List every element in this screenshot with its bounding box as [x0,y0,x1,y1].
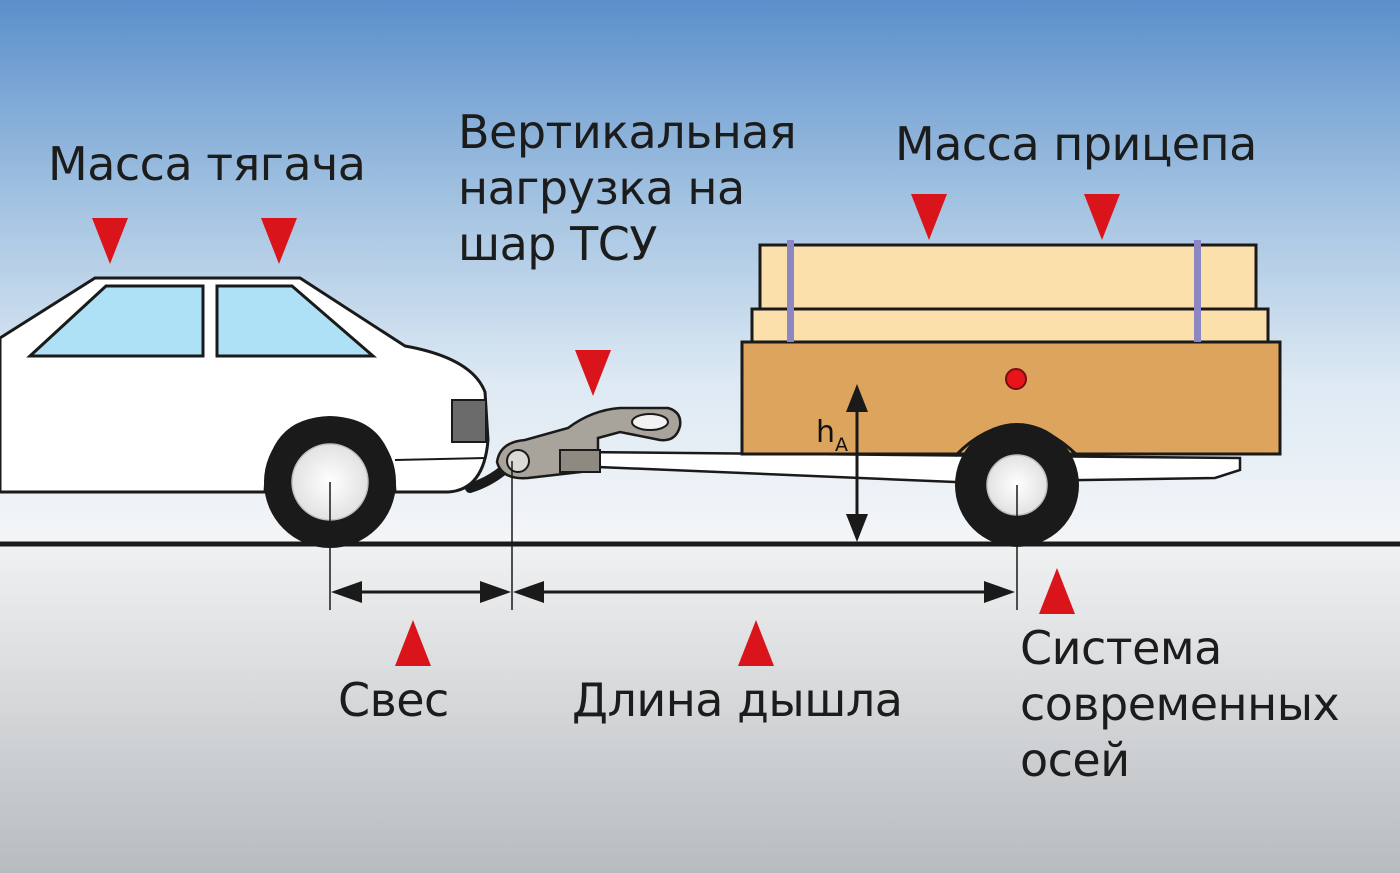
hitch-shaft [559,449,601,473]
cargo-bottom [750,307,1270,344]
cargo-strap-right [1194,240,1201,342]
overhang-label: Свес [338,673,449,727]
vertical-load-line-1: Вертикальная [458,105,797,159]
height-symbol: hA [816,415,848,456]
cargo-strap-left [787,240,794,342]
hitch-handle-slot [631,413,669,431]
car-tail-light [451,399,487,443]
tractor-mass-label: Масса тягача [48,137,366,191]
overhang-arrow-icon [395,620,431,666]
drawbar-length-label: Длина дышла [572,673,903,727]
axle-system-line-2: современных [1020,677,1340,731]
car-window-rear [215,284,378,358]
tractor-mass-front-arrow-icon [92,218,128,264]
trailer-mass-rear-arrow-icon [1084,194,1120,240]
vertical-load-label: Вертикальная нагрузка на шар ТСУ [458,104,797,272]
cargo-top [758,243,1258,311]
height-dimension [846,384,868,542]
vertical-load-arrow-icon [575,350,611,396]
height-subscript: A [835,434,848,456]
tractor-mass-rear-arrow-icon [261,218,297,264]
vertical-load-line-3: шар ТСУ [458,217,657,271]
car-window-front [26,284,205,358]
axle-system-arrow-icon [1039,568,1075,614]
axle-system-label: Система современных осей [1020,620,1340,788]
car-bumper-line [394,457,487,461]
axle-system-line-1: Система [1020,621,1222,675]
vertical-load-line-2: нагрузка на [458,161,745,215]
axle-system-line-3: осей [1020,733,1130,787]
trailer-reflector [1005,368,1027,390]
overhang-dimension [331,581,511,603]
drawbar-length-dimension [513,581,1015,603]
trailer-mass-label: Масса прицепа [895,117,1257,171]
trailer-mass-front-arrow-icon [911,194,947,240]
road-surface [0,545,1400,873]
drawbar-length-arrow-icon [738,620,774,666]
hitch-ball [506,449,530,473]
tractor-car [0,276,490,548]
